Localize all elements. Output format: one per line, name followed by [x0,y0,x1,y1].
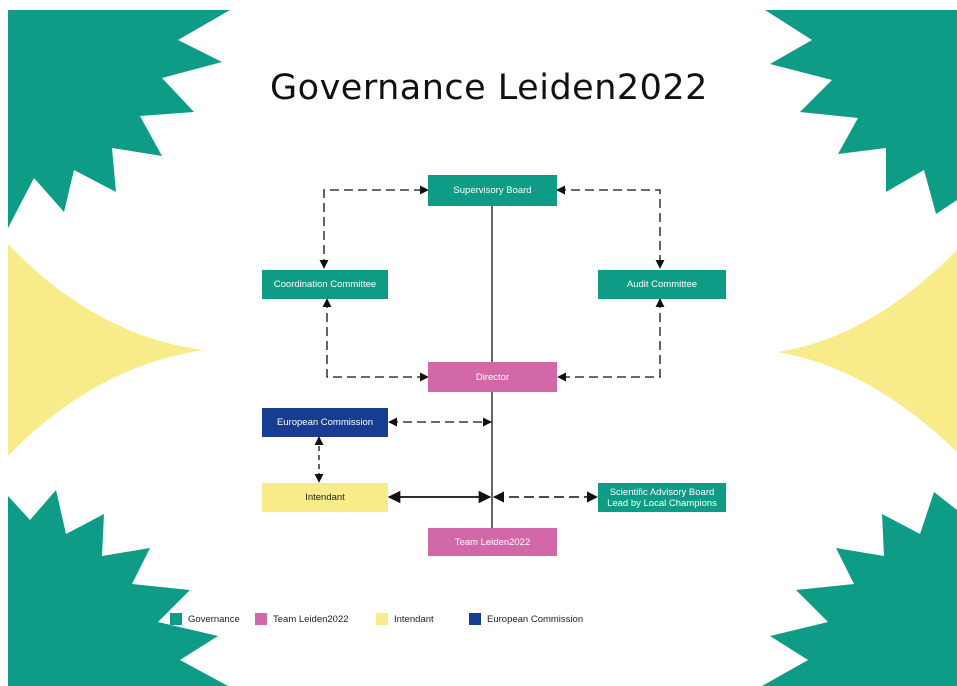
link-supervisory-audit [556,185,665,269]
legend-swatch-governance [170,613,182,625]
node-intendant-label: Intendant [305,492,345,503]
node-audit-committee: Audit Committee [598,270,726,299]
node-director: Director [428,362,557,392]
node-supervisory-board-label: Supervisory Board [453,185,532,196]
starburst-top-left [8,10,230,228]
node-european-commission: European Commission [262,408,388,437]
legend-item-european-commission: European Commission [469,613,583,625]
node-european-commission-label: European Commission [276,417,374,428]
legend-item-team: Team Leiden2022 [255,613,349,625]
node-scientific-advisory-board-line2: Lead by Local Champions [607,497,717,509]
link-supervisory-coordination [319,185,429,269]
yellow-wedge-right [778,250,957,452]
legend-swatch-intendant [376,613,388,625]
diagram-title: Governance Leiden2022 [270,68,708,108]
node-coordination-committee-label: Coordination Committee [273,279,377,290]
legend-label-governance: Governance [188,613,240,625]
node-coordination-committee: Coordination Committee [262,270,388,299]
node-audit-committee-label: Audit Committee [626,279,698,290]
node-scientific-advisory-board: Scientific Advisory Board Lead by Local … [598,483,726,512]
legend-label-team: Team Leiden2022 [273,613,349,625]
link-coordination-director [322,298,429,382]
node-intendant: Intendant [262,483,388,512]
starburst-bottom-left [8,490,228,686]
legend-item-governance: Governance [170,613,240,625]
node-team-leiden2022-label: Team Leiden2022 [454,536,531,548]
legend-swatch-european-commission [469,613,481,625]
legend-label-intendant: Intendant [394,613,434,625]
node-team-leiden2022: Team Leiden2022 [428,528,557,556]
node-scientific-advisory-board-line1: Scientific Advisory Board [609,486,715,498]
link-audit-director [557,298,665,382]
node-supervisory-board: Supervisory Board [428,175,557,206]
starburst-top-right [765,10,957,214]
legend-swatch-team [255,613,267,625]
yellow-wedge-left [8,244,204,456]
node-director-label: Director [475,371,510,383]
starburst-bottom-right [762,492,957,686]
legend-item-intendant: Intendant [376,613,434,625]
legend-label-european-commission: European Commission [487,613,584,625]
